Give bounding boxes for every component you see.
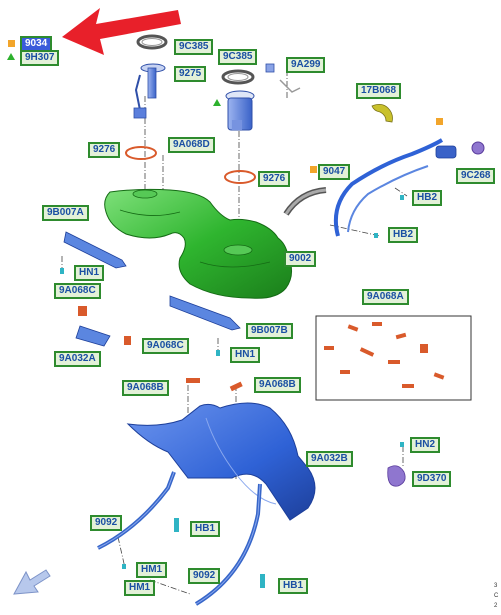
pad-9a068b-right xyxy=(229,381,243,392)
page-ref-line-2: C xyxy=(494,593,499,599)
gasket-ring-left xyxy=(136,34,168,50)
callout-9a068b-right[interactable]: 9A068B xyxy=(254,377,301,393)
callout-9275[interactable]: 9275 xyxy=(174,66,207,82)
leader-lines xyxy=(61,70,408,595)
callout-9047[interactable]: 9047 xyxy=(318,164,351,180)
callout-9a068b-left[interactable]: 9A068B xyxy=(122,380,169,396)
pump-marker-icon xyxy=(213,99,221,106)
pad-9a068b-left xyxy=(186,378,200,383)
callout-9c268[interactable]: 9C268 xyxy=(456,168,496,184)
callout-hb1-upper[interactable]: HB1 xyxy=(190,521,221,537)
pad-9a068c-right xyxy=(124,336,131,345)
callout-9a068d[interactable]: 9A068D xyxy=(168,137,215,153)
callout-hb2-lower[interactable]: HB2 xyxy=(388,227,419,243)
vapor-valve xyxy=(265,63,301,93)
view-direction-arrow-icon xyxy=(13,569,51,595)
gasket-ring-right xyxy=(221,69,255,85)
bracket-17b068 xyxy=(371,104,393,123)
callout-9c385-right[interactable]: 9C385 xyxy=(218,49,258,65)
callout-9a068a[interactable]: 9A068A xyxy=(362,289,409,305)
callout-9092-lower[interactable]: 9092 xyxy=(188,568,221,584)
callout-hn2[interactable]: HN2 xyxy=(410,437,441,453)
callout-hb2-upper[interactable]: HB2 xyxy=(412,190,443,206)
fuel-pump-module xyxy=(225,90,255,131)
heat-shield-9b007b xyxy=(169,295,241,331)
green-triangle-marker-icon xyxy=(7,53,15,60)
tank-strap-left xyxy=(97,471,176,550)
hose-marker-icon xyxy=(310,166,317,173)
callout-hn1-lower[interactable]: HN1 xyxy=(230,347,261,363)
page-ref-line-1: 3 xyxy=(494,583,498,589)
filler-hose xyxy=(283,187,327,216)
kit-9a068a-box xyxy=(315,315,472,401)
callout-9a032a[interactable]: 9A032A xyxy=(54,351,101,367)
callout-9b007a[interactable]: 9B007A xyxy=(42,205,89,221)
pad-9a068c-left xyxy=(78,306,87,316)
callout-hn1-upper[interactable]: HN1 xyxy=(74,265,105,281)
callout-9276-left[interactable]: 9276 xyxy=(88,142,121,158)
callout-9a299[interactable]: 9A299 xyxy=(286,57,326,73)
callout-9b007b[interactable]: 9B007B xyxy=(246,323,293,339)
callout-9092-upper[interactable]: 9092 xyxy=(90,515,123,531)
filler-marker-icon xyxy=(436,118,443,125)
fuel-tank xyxy=(104,188,292,299)
legend-code-9h307[interactable]: 9H307 xyxy=(20,50,60,66)
page-ref-line-3: 2 xyxy=(494,603,498,609)
filler-pipe xyxy=(333,138,485,237)
callout-hm1-lower[interactable]: HM1 xyxy=(124,580,156,596)
callout-9a068c-right[interactable]: 9A068C xyxy=(142,338,189,354)
red-pointer-arrow xyxy=(62,8,181,55)
kit-9a068a-pads xyxy=(324,322,445,388)
heat-shield-9b007a xyxy=(63,231,127,269)
tank-strap-right xyxy=(194,483,262,606)
callout-hm1[interactable]: HM1 xyxy=(136,562,168,578)
callout-9a068c-left[interactable]: 9A068C xyxy=(54,283,101,299)
clip-9d370 xyxy=(387,465,406,487)
fuel-sender-unit xyxy=(133,63,166,119)
bracket-9a032a xyxy=(75,325,111,347)
o-ring-right xyxy=(224,170,256,184)
callout-9276-right[interactable]: 9276 xyxy=(258,171,291,187)
callout-hb1-lower[interactable]: HB1 xyxy=(278,578,309,594)
o-ring-left xyxy=(125,146,157,160)
callout-9a032b[interactable]: 9A032B xyxy=(306,451,353,467)
fasteners xyxy=(60,195,404,588)
callout-9c385-left[interactable]: 9C385 xyxy=(174,39,214,55)
callout-9002[interactable]: 9002 xyxy=(284,251,317,267)
callout-9d370[interactable]: 9D370 xyxy=(412,471,452,487)
underbody-shield-9a032b xyxy=(126,402,316,521)
callout-17b068[interactable]: 17B068 xyxy=(356,83,402,99)
orange-square-marker-icon xyxy=(8,40,15,47)
